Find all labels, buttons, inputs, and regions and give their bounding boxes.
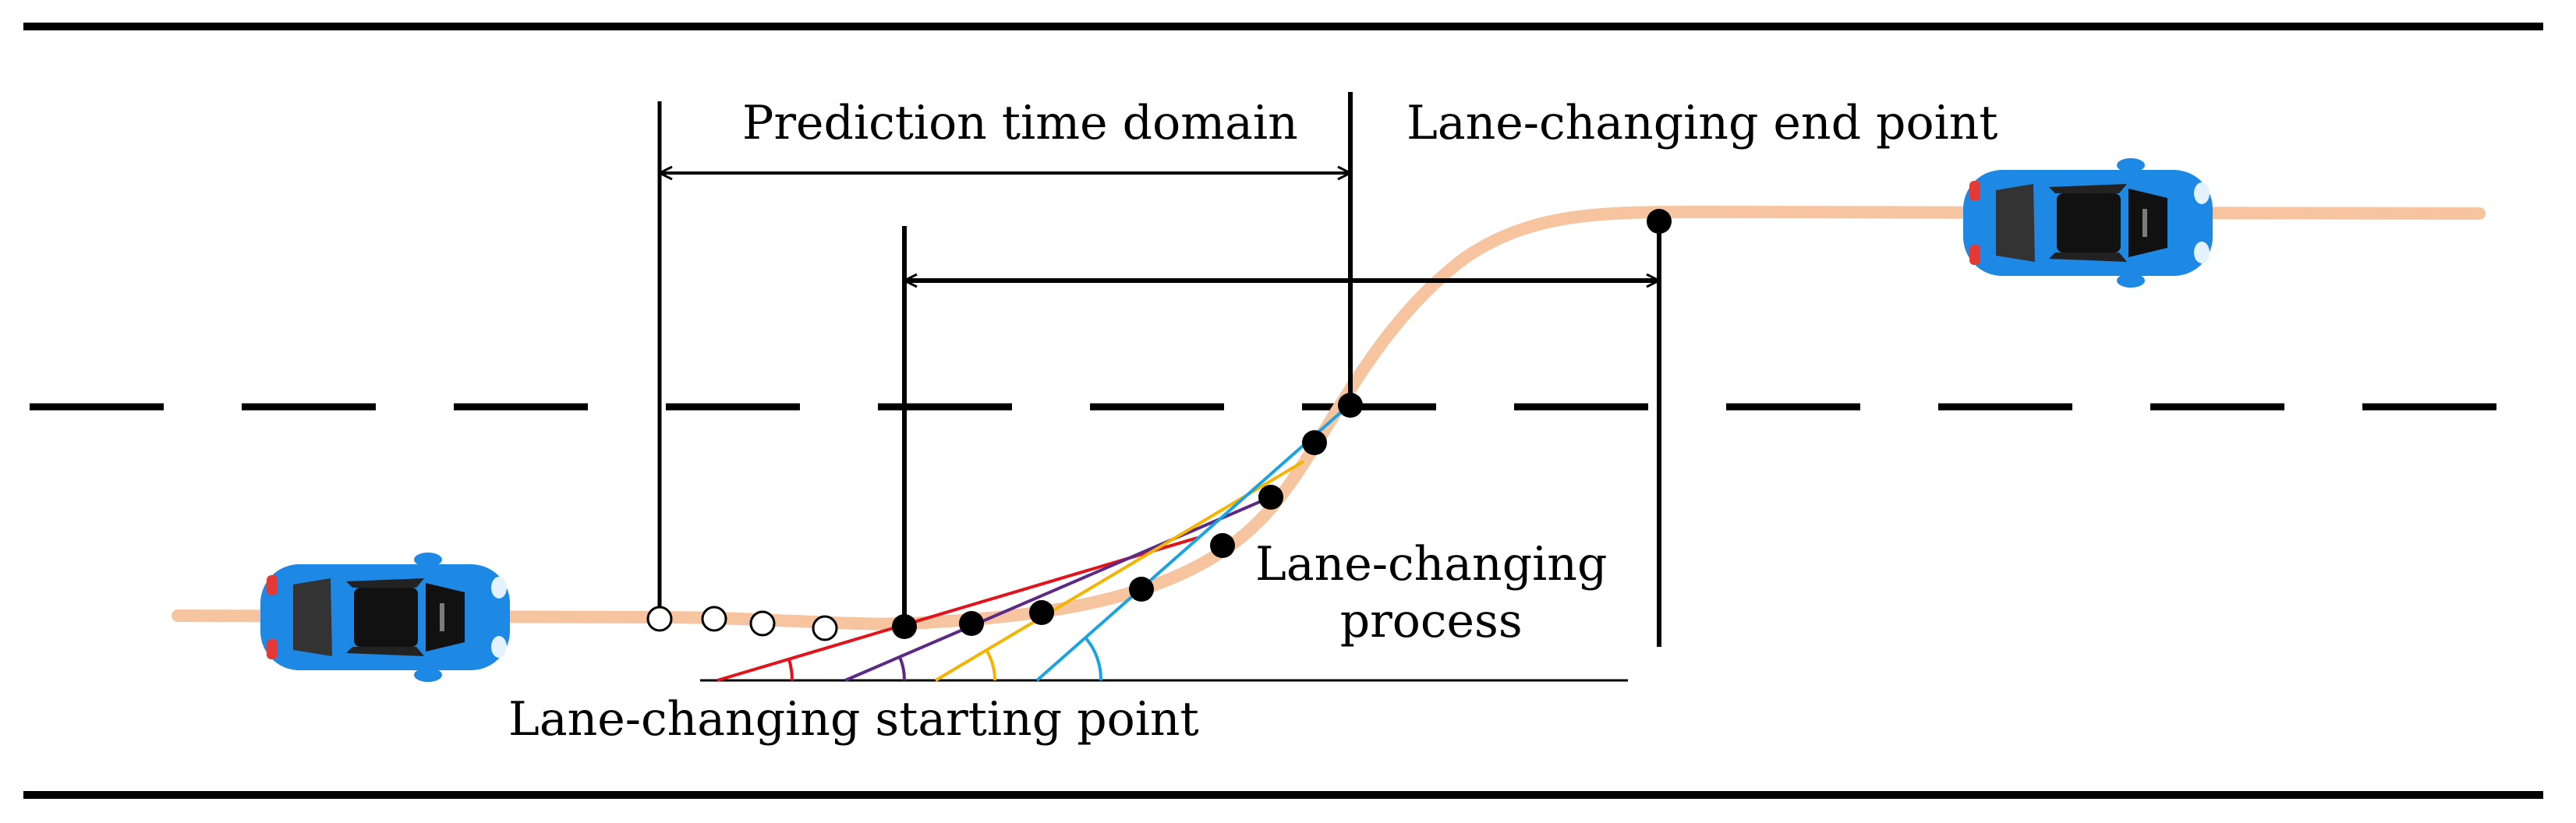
angle-arc-yellow: [985, 648, 996, 681]
tangent-line-cyan: [1035, 404, 1350, 682]
past-point: [701, 606, 727, 632]
prediction-time-domain-label: Prediction time domain: [742, 96, 1298, 150]
lane-changing-process-line1: Lane-changing: [1255, 537, 1608, 592]
predicted-point: [1338, 393, 1363, 418]
predicted-point: [1129, 577, 1154, 602]
predicted-point: [1302, 430, 1327, 455]
past-point: [749, 610, 776, 637]
predicted-point: [1029, 600, 1054, 625]
predicted-point: [892, 614, 917, 639]
car-icon-right: [1963, 158, 2213, 288]
car-icon-left: [260, 553, 510, 682]
predicted-point: [1210, 533, 1235, 558]
lane-changing-process-label: Lane-changing process: [1255, 536, 1607, 650]
lane-change-end-point: [1647, 209, 1672, 234]
tangent-line-purple: [844, 494, 1275, 682]
angle-arc-purple: [898, 656, 907, 681]
predicted-point: [959, 611, 984, 636]
past-point: [646, 606, 673, 632]
angle-arc-cyan: [1084, 636, 1103, 681]
angle-arc-red: [787, 659, 794, 681]
predicted-point: [1258, 485, 1283, 510]
past-point: [812, 615, 838, 641]
lane-changing-end-point-label: Lane-changing end point: [1407, 96, 1998, 150]
lane-changing-process-line2: process: [1339, 594, 1523, 649]
lane-changing-starting-point-label: Lane-changing starting point: [508, 692, 1199, 747]
